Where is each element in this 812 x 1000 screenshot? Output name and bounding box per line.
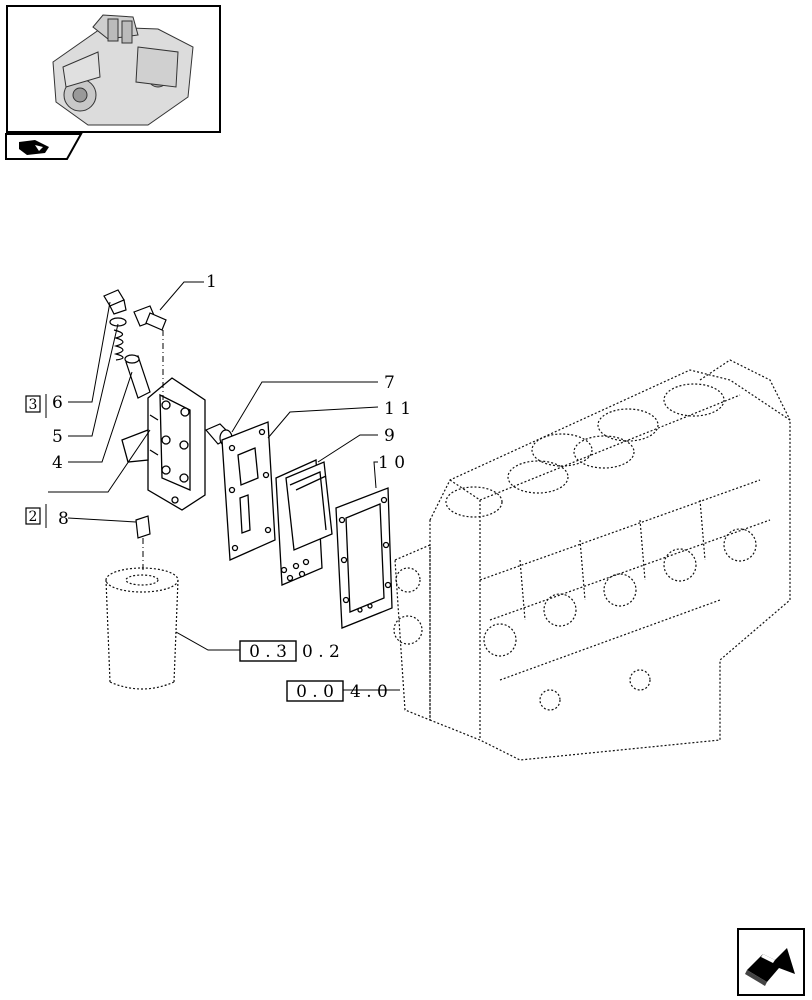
group-2-box: 2 bbox=[25, 507, 41, 525]
gasket-10 bbox=[335, 487, 393, 629]
callout-9: 9 bbox=[384, 426, 395, 446]
leader-lines bbox=[45, 281, 400, 691]
fitting bbox=[135, 515, 151, 539]
book-tab-icon bbox=[5, 133, 83, 160]
next-page-arrow-icon bbox=[745, 948, 795, 986]
ref-filter-rest: 0 . 2 bbox=[302, 642, 340, 662]
ref-block-boxed: 0 . 0 bbox=[296, 682, 334, 702]
engine-thumbnail[interactable] bbox=[6, 5, 221, 133]
group-3-box: 3 bbox=[25, 395, 41, 413]
next-page-button[interactable] bbox=[737, 928, 805, 996]
callout-5: 5 bbox=[52, 427, 63, 447]
callout-7: 7 bbox=[384, 373, 395, 393]
oil-filter bbox=[105, 567, 179, 690]
bolt bbox=[133, 305, 167, 331]
group-2-label: 2 bbox=[29, 509, 38, 525]
callout-1: 1 bbox=[206, 272, 217, 292]
book-tab[interactable] bbox=[5, 133, 83, 161]
callout-11: 1 1 bbox=[384, 399, 411, 419]
ref-block-link[interactable]: 0 . 0 4 . 0 bbox=[286, 680, 388, 702]
valve bbox=[124, 354, 151, 399]
plug bbox=[103, 289, 127, 315]
ref-block-rest: 4 . 0 bbox=[350, 682, 388, 702]
callout-10: 1 0 bbox=[378, 453, 405, 473]
spring bbox=[113, 329, 124, 361]
oil-cooler-housing bbox=[121, 377, 206, 511]
ref-filter-boxed: 0 . 3 bbox=[249, 642, 287, 662]
ref-filter-link[interactable]: 0 . 3 0 . 2 bbox=[239, 640, 340, 662]
callout-8: 8 bbox=[58, 509, 69, 529]
group-3-label: 3 bbox=[29, 397, 38, 413]
cooler-core bbox=[275, 459, 333, 586]
engine-thumbnail-icon bbox=[52, 14, 194, 126]
callout-6: 6 bbox=[52, 393, 63, 413]
gasket-11 bbox=[221, 421, 276, 561]
engine-block bbox=[393, 359, 791, 761]
callout-4: 4 bbox=[52, 453, 63, 473]
